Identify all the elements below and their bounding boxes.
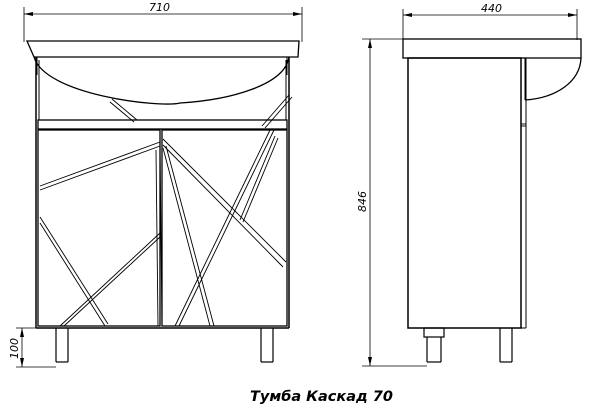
depth-dimension-label: 440 [481, 2, 502, 15]
drawing-caption: Тумба Каскад 70 [250, 389, 393, 405]
side-legs [423, 327, 513, 363]
basin-top [26, 40, 300, 105]
left-door [37, 129, 161, 327]
leg-height-dimension-label: 100 [8, 338, 21, 359]
height-dimension-label: 846 [356, 191, 369, 212]
drawer-panel [37, 119, 288, 130]
front-view [16, 7, 303, 368]
depth-dimension [402, 9, 578, 40]
door-decor-pattern [39, 94, 293, 327]
width-dimension [23, 7, 303, 42]
side-basin [402, 38, 582, 101]
right-door [161, 129, 288, 327]
height-dimension [362, 38, 427, 367]
side-view [362, 9, 582, 367]
cabinet-body [35, 57, 290, 329]
leg-height-dimension [16, 327, 56, 368]
width-dimension-label: 710 [149, 1, 170, 14]
front-legs [55, 328, 274, 363]
side-body [407, 57, 527, 329]
